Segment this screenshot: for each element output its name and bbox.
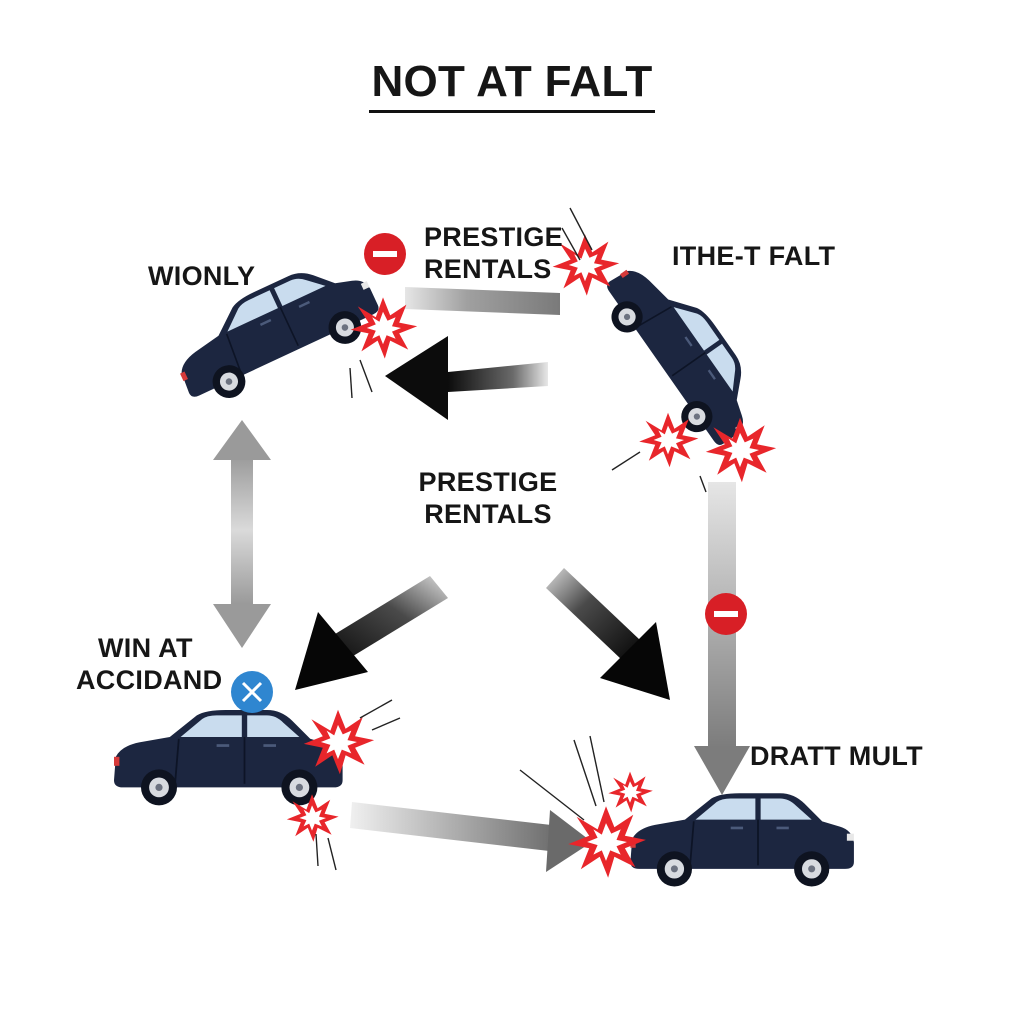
- label-prestige-top: PRESTIGE RENTALS: [424, 221, 563, 285]
- arrow-center-down-left: [295, 576, 448, 690]
- crash-burst-icon: [608, 771, 653, 813]
- label-win-at-accidand-line2: ACCIDAND: [76, 665, 223, 695]
- diagram-title: NOT AT FALT: [0, 56, 1024, 113]
- diagram-title-text: NOT AT FALT: [369, 57, 655, 113]
- car-bottom-right: [629, 792, 855, 888]
- label-win-at-accidand-line1: WIN AT: [98, 633, 193, 663]
- arrow-bottom-right: [350, 802, 592, 872]
- label-wionly: WIONLY: [148, 261, 256, 291]
- arrow-right-vertical: [694, 482, 750, 795]
- arrow-top-gray: [405, 287, 560, 315]
- label-win-at-accidand: WIN AT ACCIDAND: [76, 632, 222, 696]
- label-prestige-top-line2: RENTALS: [424, 254, 552, 284]
- impact-lines: [315, 207, 707, 871]
- car-bottom-left: [113, 709, 344, 807]
- label-prestige-top-line1: PRESTIGE: [424, 222, 563, 252]
- no-entry-icon: [364, 233, 406, 275]
- arrow-center-down-right: [546, 568, 670, 700]
- label-dratt-mult: DRATT MULT: [750, 741, 923, 771]
- arrow-dark-left: [385, 336, 548, 420]
- close-circle-icon: [231, 671, 273, 713]
- arrow-left-vertical: [213, 420, 271, 648]
- label-prestige-center: PRESTIGE RENTALS: [408, 466, 568, 530]
- label-prestige-center-line1: PRESTIGE: [418, 467, 558, 497]
- no-entry-icon: [705, 593, 747, 635]
- label-ithe-t-falt: ITHE-T FALT: [672, 241, 836, 271]
- label-prestige-center-line2: RENTALS: [424, 499, 552, 529]
